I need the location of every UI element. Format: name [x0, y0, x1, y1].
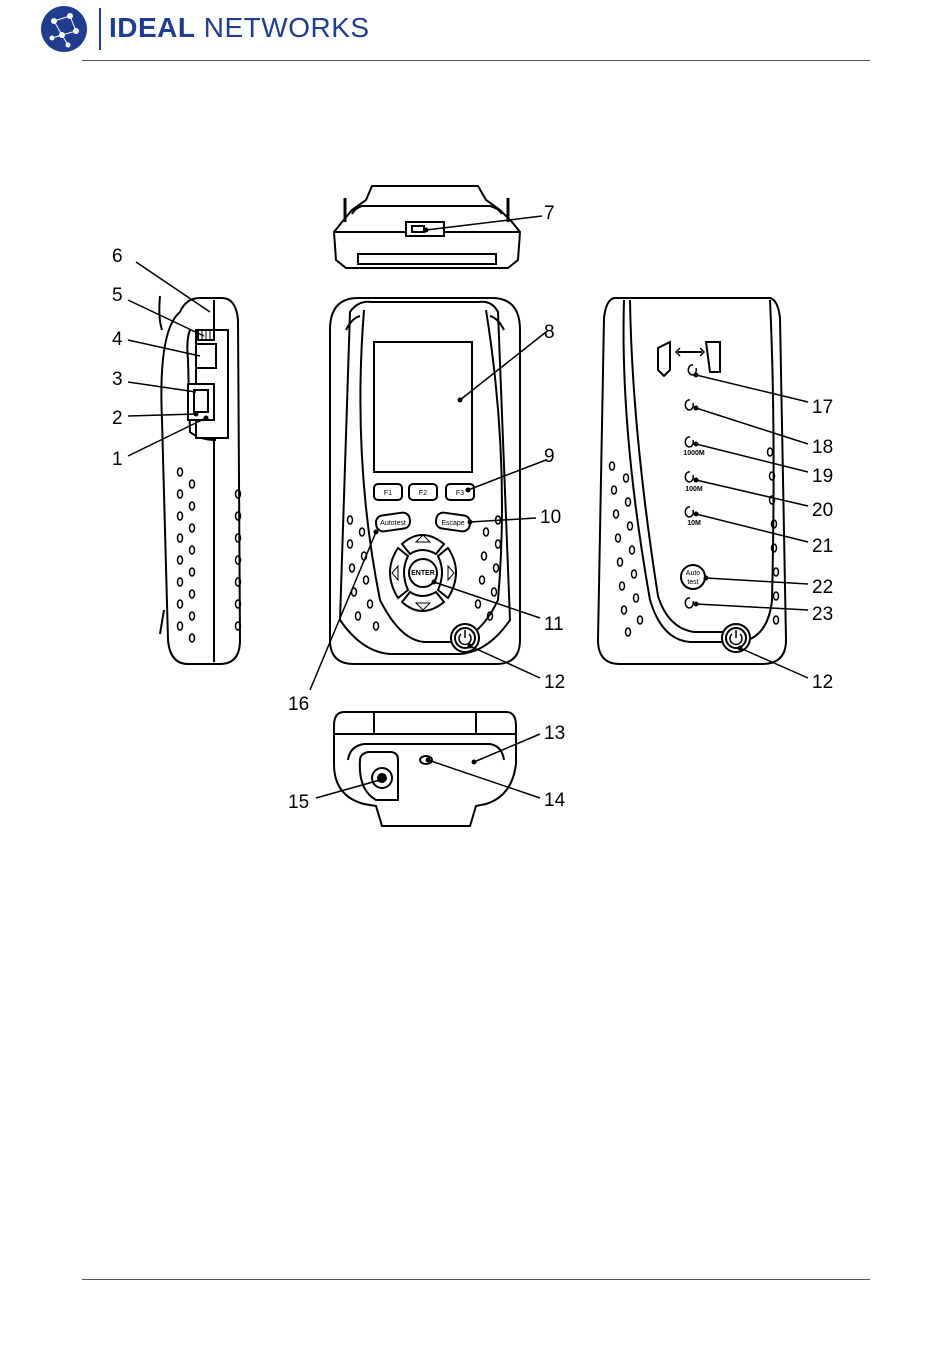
escape-label: Escape: [441, 520, 464, 527]
callout-8: 8: [544, 322, 555, 343]
led-10m-label: 10M: [687, 520, 701, 527]
callout-19: 19: [812, 466, 833, 487]
callout-22: 22: [812, 577, 833, 598]
callout-21: 21: [812, 536, 833, 557]
kickstand-icon: [658, 342, 670, 376]
callout-15: 15: [288, 792, 309, 813]
side-view: [159, 296, 240, 664]
callout-1: 1: [112, 449, 123, 470]
front-screen: [374, 342, 472, 472]
led-100m-label: 100M: [685, 486, 703, 493]
footer-rule: [82, 1279, 870, 1280]
callout-5: 5: [112, 285, 123, 306]
callout-6: 6: [112, 246, 123, 267]
callout-12-back: 12: [812, 672, 833, 693]
f3-label: F3: [456, 490, 464, 497]
auto-test-label-line1: Auto: [686, 570, 701, 577]
bottom-view: [334, 712, 516, 826]
callout-12-front: 12: [544, 672, 565, 693]
callout-10: 10: [540, 507, 561, 528]
callout-14: 14: [544, 790, 566, 811]
callout-3: 3: [112, 369, 123, 390]
led-1000m-label: 1000M: [683, 450, 705, 457]
callout-2: 2: [112, 408, 123, 429]
callout-9: 9: [544, 446, 555, 467]
autotest-label: Autotest: [380, 520, 406, 527]
callout-20: 20: [812, 500, 833, 521]
callout-4: 4: [112, 329, 123, 350]
callout-18: 18: [812, 437, 833, 458]
f1-label: F1: [384, 490, 392, 497]
f2-label: F2: [419, 490, 427, 497]
callout-11: 11: [544, 614, 564, 635]
callout-23: 23: [812, 604, 833, 625]
top-view: [334, 186, 520, 268]
auto-test-label-line2: test: [687, 579, 698, 586]
callout-16: 16: [288, 694, 309, 715]
callout-13: 13: [544, 723, 565, 744]
callout-17: 17: [812, 397, 833, 418]
enter-label: ENTER: [411, 570, 435, 577]
callout-7: 7: [544, 203, 555, 224]
